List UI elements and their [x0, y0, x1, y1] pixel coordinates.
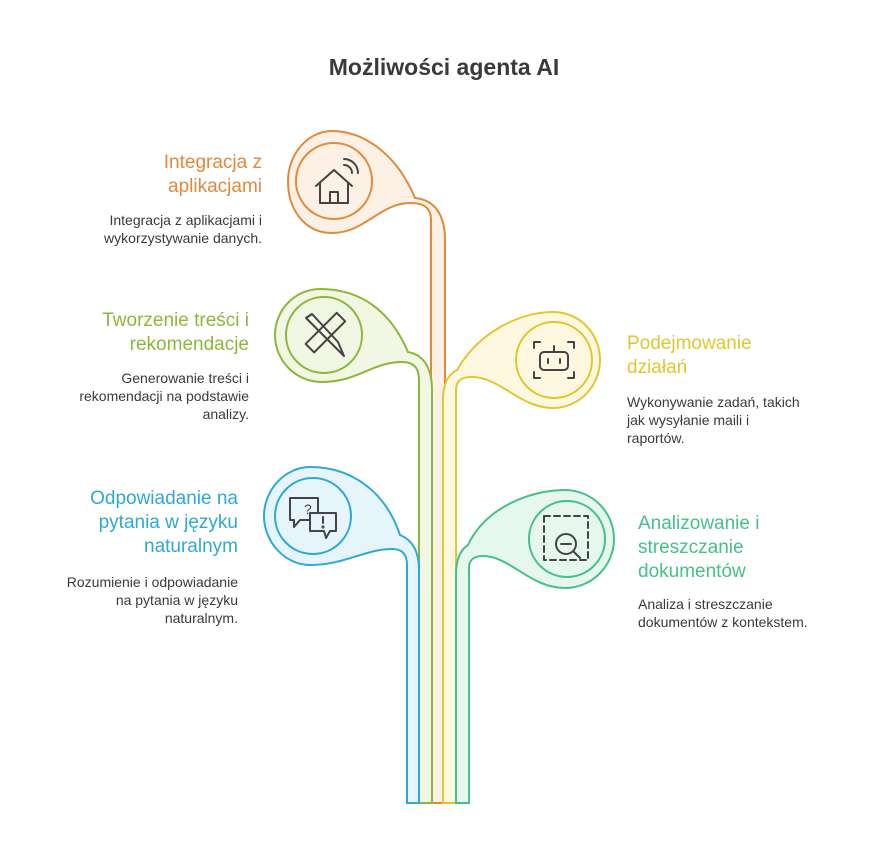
heading-odpowiadanie: Odpowiadanie na pytania w języku natural… — [90, 487, 238, 559]
desc-line: naturalnym. — [164, 610, 238, 626]
desc-odpowiadanie: Rozumienie i odpowiadanie na pytania w j… — [67, 573, 238, 627]
heading-line: działań — [627, 357, 688, 378]
heading-analizowanie: Analizowanie i streszczanie dokumentów — [638, 512, 759, 584]
desc-line: rekomendacji na podstawie — [79, 388, 249, 404]
heading-line: Integracja z — [163, 152, 262, 173]
robot-face-icon — [533, 341, 575, 379]
desc-line: dokumentów z kontekstem. — [638, 614, 808, 630]
heading-line: Tworzenie treści i — [102, 310, 249, 331]
desc-line: Wykonywanie zadań, takich — [627, 394, 800, 410]
diagram-title: Możliwości agenta AI — [328, 54, 560, 80]
heading-line: streszczanie — [638, 537, 744, 558]
desc-podejmowanie: Wykonywanie zadań, takich jak wysyłanie … — [627, 393, 800, 447]
heading-line: Analizowanie i — [638, 513, 760, 534]
heading-podejmowanie: Podejmowanie działań — [627, 332, 752, 380]
desc-analizowanie: Analiza i streszczanie dokumentów z kont… — [638, 595, 808, 631]
heading-line: dokumentów — [638, 561, 746, 582]
smart-home-icon — [315, 158, 359, 204]
desc-line: analizy. — [202, 406, 249, 422]
desc-line: na pytania w języku — [115, 592, 238, 608]
speech-question-icon: ? — [289, 497, 337, 539]
desc-integracja: Integracja z aplikacjami i wykorzystywan… — [104, 211, 262, 247]
heading-line: rekomendacje — [129, 334, 249, 355]
heading-line: Podejmowanie — [627, 333, 752, 354]
desc-line: Integracja z aplikacjami i — [109, 212, 262, 228]
leaf-odpowiadanie — [262, 465, 420, 804]
heading-integracja: Integracja z aplikacjami — [164, 151, 262, 199]
heading-line: naturalnym — [144, 536, 238, 557]
heading-line: Odpowiadanie na — [90, 488, 238, 509]
heading-line: aplikacjami — [168, 176, 262, 197]
heading-line: pytania w języku — [98, 512, 238, 533]
pencil-ruler-icon — [304, 311, 347, 357]
document-search-icon — [543, 515, 589, 561]
desc-line: jak wysyłanie maili i — [627, 412, 750, 428]
desc-line: wykorzystywanie danych. — [104, 230, 262, 246]
desc-line: Analiza i streszczanie — [638, 596, 773, 612]
desc-line: Generowanie treści i — [121, 370, 249, 386]
svg-text:?: ? — [304, 501, 312, 517]
leaf-analizowanie — [455, 488, 616, 804]
desc-line: raportów. — [627, 430, 685, 446]
desc-tworzenie: Generowanie treści i rekomendacji na pod… — [79, 369, 249, 423]
desc-line: Rozumienie i odpowiadanie — [66, 574, 238, 590]
heading-tworzenie: Tworzenie treści i rekomendacje — [102, 309, 249, 357]
